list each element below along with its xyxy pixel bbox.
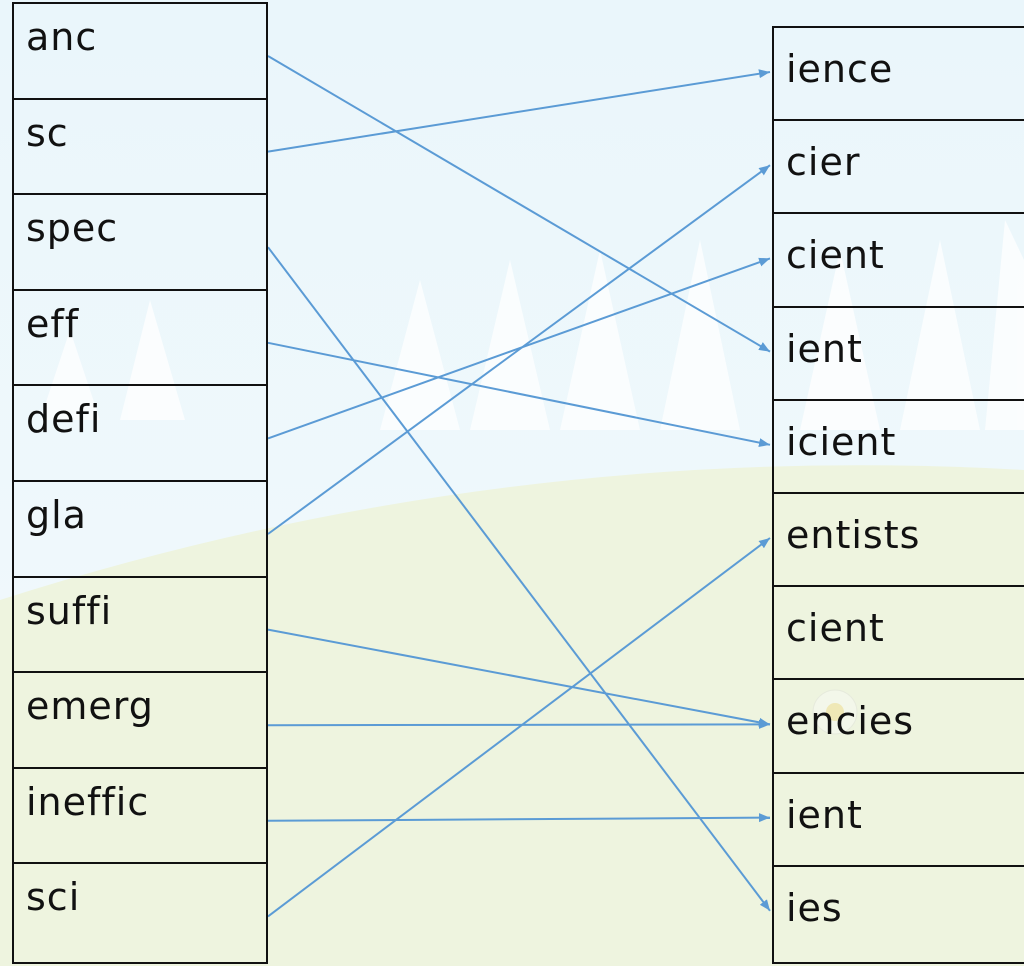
- left-cell[interactable]: eff: [14, 291, 266, 387]
- left-label: sc: [26, 110, 69, 155]
- left-cell[interactable]: gla: [14, 482, 266, 578]
- left-cell[interactable]: suffi: [14, 578, 266, 674]
- left-cell[interactable]: anc: [14, 4, 266, 100]
- daisy-icon: [812, 689, 858, 735]
- left-label: gla: [26, 493, 87, 537]
- right-label: encies: [786, 699, 915, 744]
- left-cell[interactable]: defi: [14, 386, 266, 482]
- right-word-column: ience cier cient ient icient entists cient enci…: [772, 26, 1024, 964]
- right-cell[interactable]: ient: [774, 774, 1024, 867]
- right-cell[interactable]: ience: [774, 28, 1024, 122]
- right-cell[interactable]: ient: [774, 308, 1024, 401]
- left-label: sci: [26, 875, 81, 920]
- left-cell[interactable]: ineffic: [14, 769, 266, 865]
- right-label: ient: [786, 326, 863, 371]
- left-cell[interactable]: sc: [14, 100, 266, 196]
- left-cell[interactable]: sci: [14, 864, 266, 960]
- left-label: eff: [26, 301, 80, 346]
- right-cell[interactable]: encies: [774, 680, 1024, 774]
- right-label: ience: [786, 47, 894, 91]
- right-label: cier: [786, 140, 861, 185]
- left-label: spec: [26, 206, 119, 251]
- left-label: suffi: [26, 588, 113, 633]
- right-cell[interactable]: cier: [774, 121, 1024, 215]
- right-label: entists: [786, 513, 921, 557]
- right-cell[interactable]: entists: [774, 494, 1024, 588]
- left-label: anc: [26, 15, 98, 59]
- left-cell[interactable]: spec: [14, 195, 266, 291]
- right-cell[interactable]: cient: [774, 587, 1024, 681]
- left-cell[interactable]: emerg: [14, 673, 266, 769]
- left-word-column: anc sc spec eff defi gla suffi emerg ineffic sci: [12, 2, 268, 964]
- right-label: ies: [786, 885, 843, 930]
- right-label: ient: [786, 792, 863, 837]
- right-label: cient: [786, 606, 885, 651]
- left-label: defi: [26, 397, 102, 442]
- right-label: cient: [786, 233, 885, 278]
- right-cell[interactable]: cient: [774, 214, 1024, 308]
- left-label: emerg: [26, 684, 154, 729]
- right-cell[interactable]: icient: [774, 401, 1024, 494]
- right-cell[interactable]: ies: [774, 867, 1024, 960]
- left-label: ineffic: [26, 779, 150, 824]
- right-label: icient: [786, 419, 897, 464]
